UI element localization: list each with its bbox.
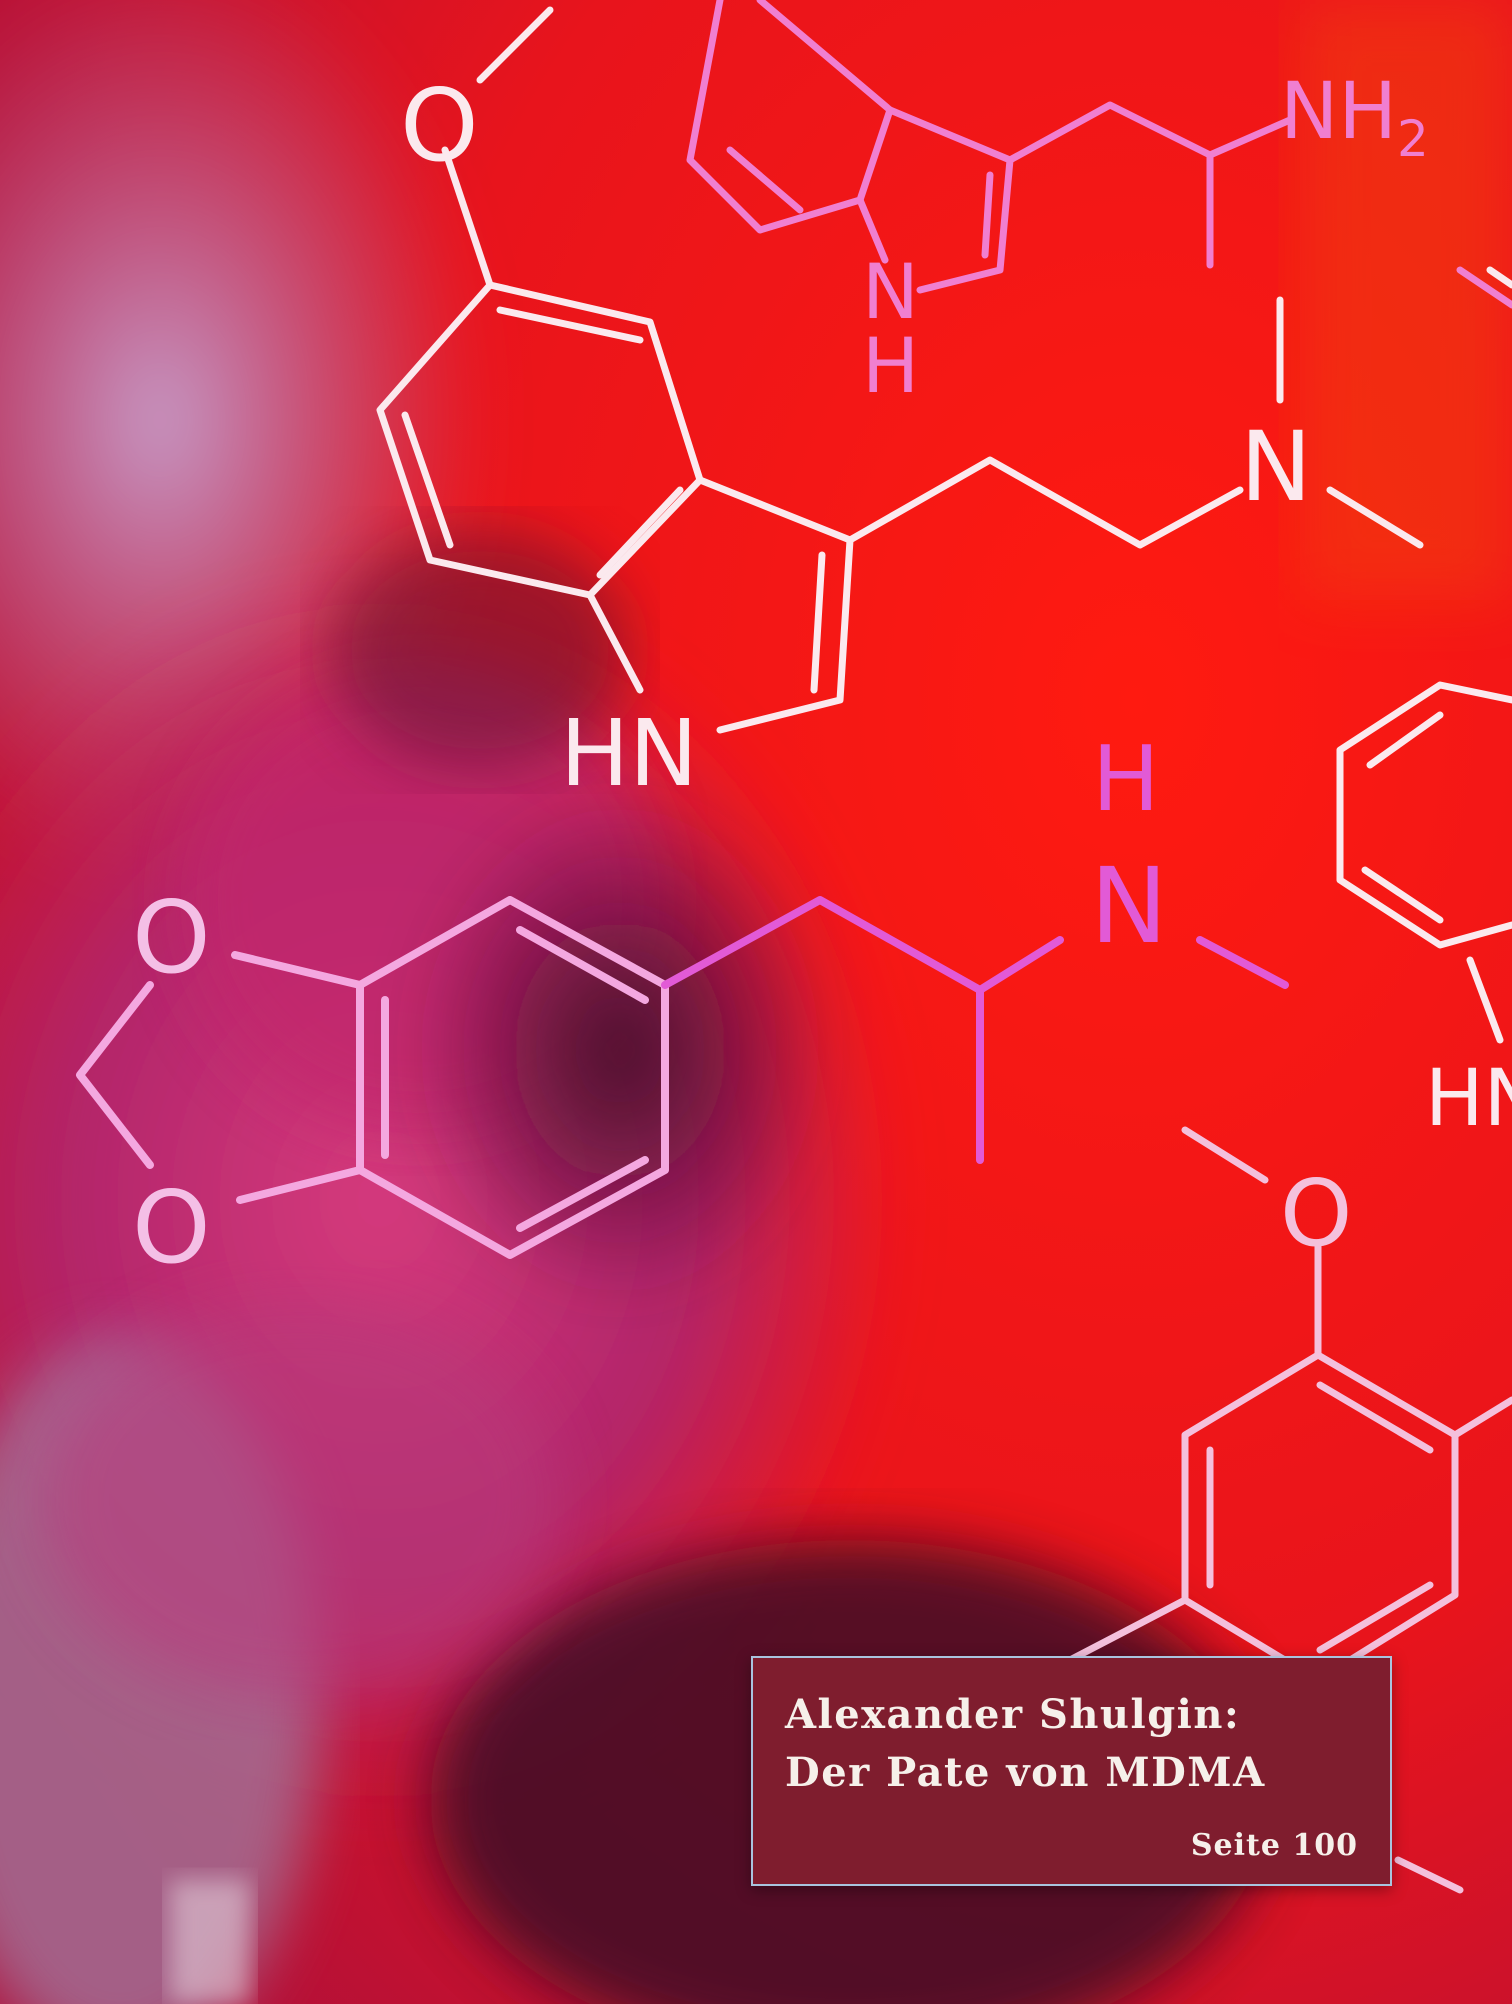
atom-o-right: O — [1280, 1160, 1352, 1267]
article-title-line-1: Alexander Shulgin: — [785, 1691, 1241, 1738]
atom-h-indole-top: H — [862, 321, 919, 410]
atom-o-top: O — [400, 67, 479, 184]
atom-n-indole-top: N — [862, 247, 919, 336]
molecule-mdma-chain — [661, 896, 1289, 1164]
atom-hn-left: HN — [560, 700, 698, 807]
atom-n-mdma: N — [1090, 845, 1168, 967]
article-title-line-2: Der Pate von MDMA — [785, 1749, 1266, 1796]
molecule-alpha-methyltryptamine — [686, 0, 1512, 309]
page-reference: Seite 100 — [1190, 1828, 1358, 1863]
atom-o-mdma-bottom: O — [132, 1169, 211, 1286]
atom-h-mdma: H — [1092, 727, 1160, 832]
molecule-5-meo-dmt — [376, 6, 1424, 734]
atom-nh2: NH2 — [1280, 67, 1429, 168]
atom-hn-right: HN — [1425, 1054, 1512, 1144]
atom-n-dimethyl: N — [1240, 411, 1312, 523]
article-title: Alexander Shulgin: Der Pate von MDMA — [785, 1686, 1365, 1802]
article-caption-box[interactable]: Alexander Shulgin: Der Pate von MDMA Sei… — [751, 1656, 1392, 1886]
atom-o-mdma-top: O — [132, 879, 211, 996]
molecule-right-indole — [1336, 266, 1512, 1044]
